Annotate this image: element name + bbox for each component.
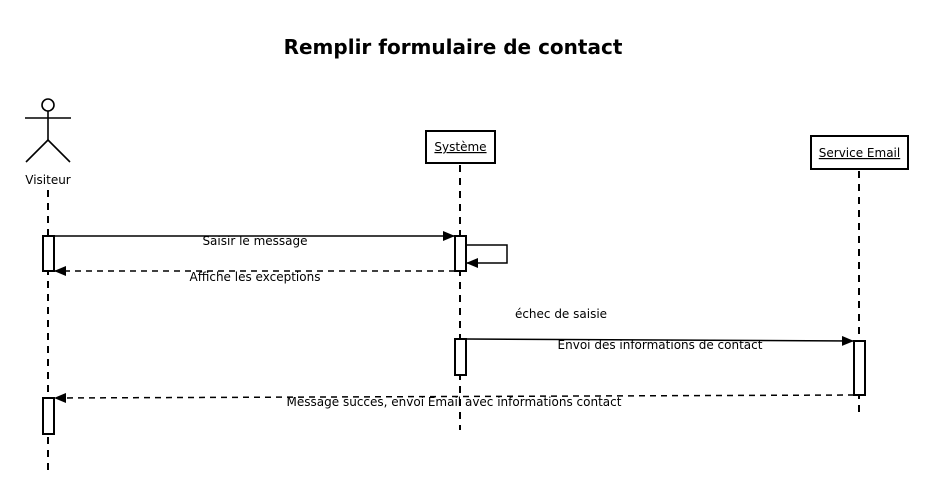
participant-service-email[interactable]: Service Email bbox=[810, 135, 909, 170]
message-succes-label: Message succes, envoi Email avec informa… bbox=[287, 395, 622, 409]
message-self-check[interactable] bbox=[466, 244, 508, 268]
message-succes-arrow bbox=[54, 392, 855, 403]
activation-visiteur-1 bbox=[42, 235, 55, 272]
actor-visiteur-label: Visiteur bbox=[25, 173, 71, 187]
activation-service-email-1 bbox=[853, 340, 866, 396]
message-saisir[interactable]: Saisir le message bbox=[54, 231, 455, 248]
participant-systeme-box bbox=[425, 130, 496, 164]
diagram-title: Remplir formulaire de contact bbox=[284, 35, 623, 59]
activation-visiteur-2 bbox=[42, 397, 55, 435]
participant-systeme-label: Système bbox=[434, 140, 486, 154]
message-envoi-label: Envoi des informations de contact bbox=[558, 338, 763, 352]
participant-systeme[interactable]: Système bbox=[425, 130, 496, 164]
note-echec-de-saisie: échec de saisie bbox=[515, 307, 607, 321]
message-envoi-arrow bbox=[465, 335, 854, 346]
message-envoi[interactable]: Envoi des informations de contact bbox=[465, 335, 854, 352]
message-affiche[interactable]: Affiche les exceptions bbox=[54, 266, 455, 284]
message-self-check-arrow bbox=[466, 244, 508, 268]
activation-systeme-1 bbox=[454, 235, 467, 272]
message-saisir-label: Saisir le message bbox=[202, 234, 307, 248]
message-succes[interactable]: Message succes, envoi Email avec informa… bbox=[54, 392, 855, 409]
participant-service-email-label: Service Email bbox=[819, 146, 900, 160]
activation-systeme-2 bbox=[454, 338, 467, 376]
message-affiche-label: Affiche les exceptions bbox=[190, 270, 321, 284]
participant-service-email-box bbox=[810, 135, 909, 170]
actor-visiteur[interactable]: Visiteur bbox=[25, 98, 71, 187]
stick-figure-icon bbox=[25, 98, 71, 163]
